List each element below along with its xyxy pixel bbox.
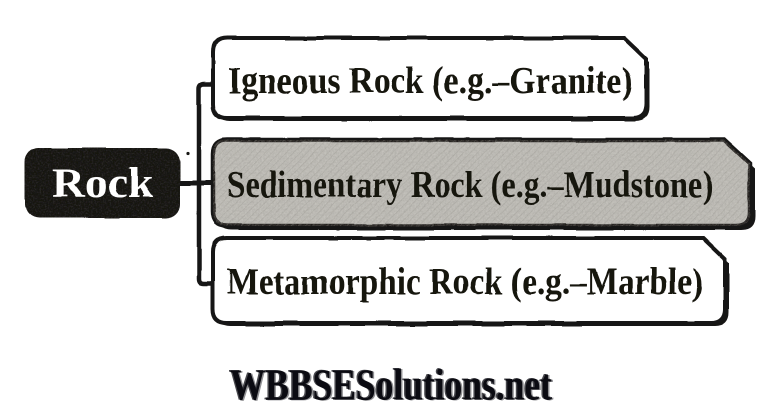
branch-igneous-label: Igneous Rock (e.g.–Granite) [228, 60, 633, 102]
branch-sedimentary: Sedimentary Rock (e.g.–Mudstone) [210, 137, 755, 230]
branch-sedimentary-texture [213, 140, 750, 226]
branch-igneous-box [211, 36, 648, 120]
branch-igneous: Igneous Rock (e.g.–Granite) [211, 36, 649, 121]
root-node-texture [25, 148, 180, 218]
branch-sedimentary-label: Sedimentary Rock (e.g.–Mudstone) [227, 164, 713, 206]
watermark: WBBSESolutions.net WBBSESolutions.net WB… [229, 360, 554, 410]
root-node-label: Rock [52, 161, 154, 207]
root-node: Rock [25, 148, 180, 218]
watermark-label: WBBSESolutions.net [230, 361, 552, 410]
ink-speck [186, 151, 190, 155]
branch-metamorphic-box [211, 236, 727, 325]
watermark-fringe-blue: WBBSESolutions.net [229, 360, 551, 409]
branch-metamorphic: Metamorphic Rock (e.g.–Marble) [211, 236, 729, 326]
connector-lines [178, 81, 215, 287]
branch-metamorphic-label: Metamorphic Rock (e.g.–Marble) [227, 261, 703, 303]
watermark-fringe-orange: WBBSESolutions.net [232, 361, 554, 410]
